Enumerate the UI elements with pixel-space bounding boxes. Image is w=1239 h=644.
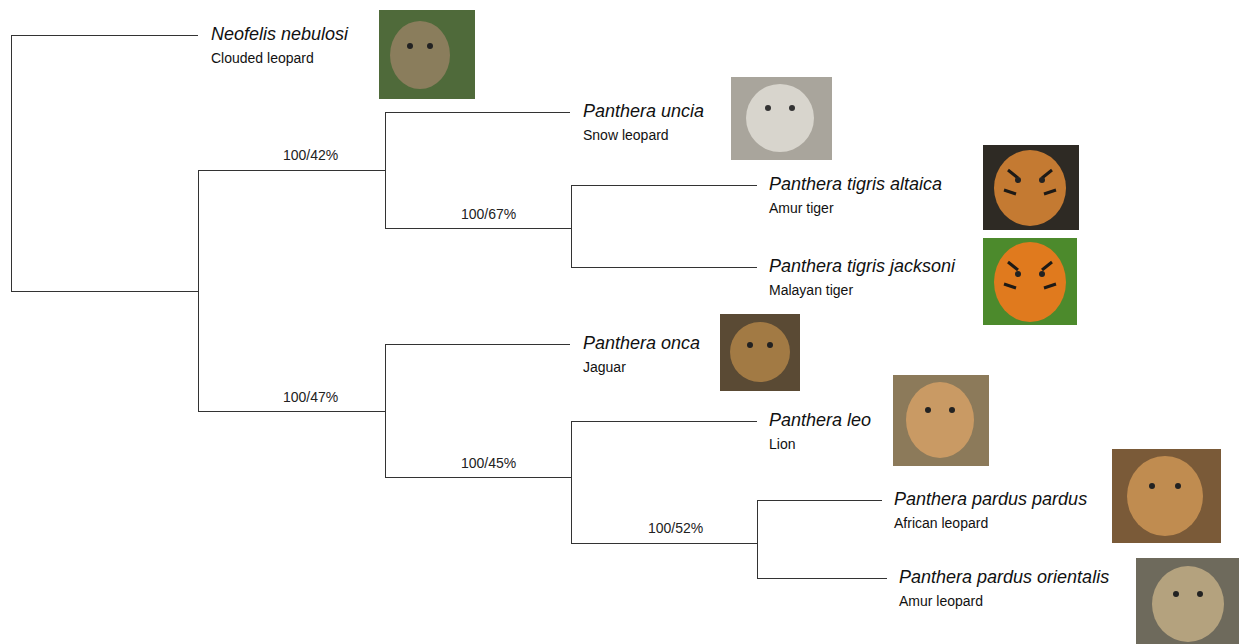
photo-eye: [925, 407, 931, 413]
photo-eye: [1149, 483, 1155, 489]
photo-animal: [390, 21, 450, 89]
photo-animal: [746, 84, 814, 152]
common-name: Amur leopard: [899, 591, 1109, 611]
photo-ground: [983, 145, 1079, 230]
scientific-name: Neofelis nebulosi: [211, 22, 348, 46]
photo-ground: [1112, 449, 1221, 543]
photo-animal: [994, 150, 1066, 226]
taxon-label: Panthera tigris jacksoniMalayan tiger: [769, 254, 955, 300]
photo-eye: [1015, 177, 1021, 183]
photo-animal: [1127, 456, 1203, 536]
taxon-label: Panthera pardus orientalisAmur leopard: [899, 565, 1109, 611]
support-value: 100/45%: [460, 454, 517, 472]
photo-ground: [893, 375, 989, 466]
photo-jaguar: [720, 314, 800, 391]
photo-eye: [1173, 591, 1179, 597]
photo-animal: [906, 382, 974, 458]
common-name: Snow leopard: [583, 125, 704, 145]
support-value: 100/42%: [282, 146, 339, 164]
photo-animal: [994, 242, 1066, 322]
photo-ground: [379, 10, 475, 99]
photo-snow-leopard: [731, 77, 832, 160]
support-value: 100/52%: [647, 519, 704, 537]
photo-ground: [1136, 558, 1239, 644]
photo-stripes: [1004, 262, 1056, 288]
photo-eye: [789, 105, 795, 111]
photo-eye: [767, 342, 773, 348]
scientific-name: Panthera tigris altaica: [769, 172, 942, 196]
common-name: Jaguar: [583, 357, 700, 377]
taxon-label: Panthera unciaSnow leopard: [583, 99, 704, 145]
photo-eye: [1015, 271, 1021, 277]
taxon-label: Neofelis nebulosiClouded leopard: [211, 22, 348, 68]
support-value: 100/67%: [460, 205, 517, 223]
photo-eye: [407, 43, 413, 49]
photo-eye: [427, 43, 433, 49]
photo-eye: [765, 105, 771, 111]
taxon-label: Panthera oncaJaguar: [583, 331, 700, 377]
common-name: Malayan tiger: [769, 280, 955, 300]
support-value: 100/47%: [282, 388, 339, 406]
photo-ground: [983, 238, 1077, 325]
photo-animal: [1152, 566, 1224, 642]
common-name: African leopard: [894, 513, 1087, 533]
photo-eye: [1175, 483, 1181, 489]
photo-ground: [731, 77, 832, 160]
photo-eye: [1039, 177, 1045, 183]
tree-branches: [11, 35, 887, 578]
photo-eye: [949, 407, 955, 413]
photo-clouded-leopard: [379, 10, 475, 99]
taxon-label: Panthera pardus pardusAfrican leopard: [894, 487, 1087, 533]
taxon-label: Panthera leoLion: [769, 408, 871, 454]
scientific-name: Panthera leo: [769, 408, 871, 432]
scientific-name: Panthera onca: [583, 331, 700, 355]
photo-amur-leopard: [1136, 558, 1239, 644]
photo-malayan-tiger: [983, 238, 1077, 325]
common-name: Clouded leopard: [211, 48, 348, 68]
photo-stripes: [1004, 170, 1056, 194]
scientific-name: Panthera uncia: [583, 99, 704, 123]
common-name: Amur tiger: [769, 198, 942, 218]
scientific-name: Panthera pardus orientalis: [899, 565, 1109, 589]
photo-eye: [747, 342, 753, 348]
photo-african-leopard: [1112, 449, 1221, 543]
photo-animal: [730, 322, 790, 382]
photo-eye: [1197, 591, 1203, 597]
photo-eye: [1039, 271, 1045, 277]
scientific-name: Panthera tigris jacksoni: [769, 254, 955, 278]
photo-ground: [720, 314, 800, 391]
common-name: Lion: [769, 434, 871, 454]
photo-amur-tiger: [983, 145, 1079, 230]
photo-lion: [893, 375, 989, 466]
taxon-label: Panthera tigris altaicaAmur tiger: [769, 172, 942, 218]
scientific-name: Panthera pardus pardus: [894, 487, 1087, 511]
